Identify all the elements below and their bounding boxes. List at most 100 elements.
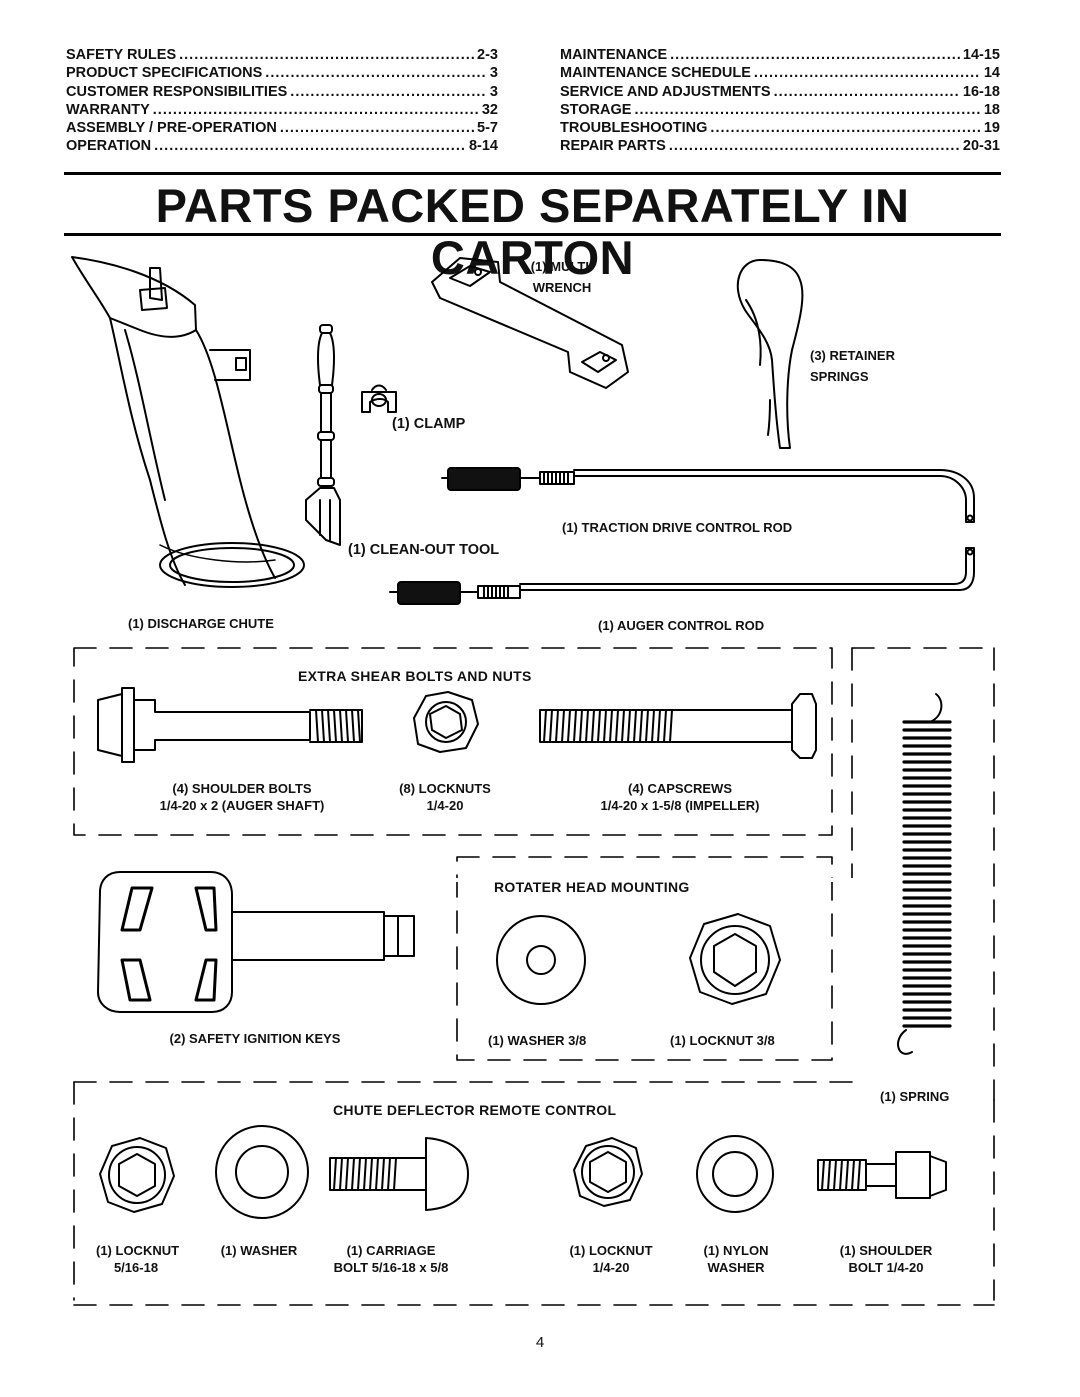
toc-entry[interactable]: REPAIR PARTS 20-31 xyxy=(560,137,1000,155)
extension-spring-drawing xyxy=(897,693,952,1055)
toc-page: 18 xyxy=(983,101,1000,118)
label-line: 1/4-20 xyxy=(426,798,464,813)
toc-page: 32 xyxy=(481,101,498,118)
traction-rod-drawing xyxy=(441,467,975,523)
toc-page: 16-18 xyxy=(962,83,1000,100)
rotater-locknut-label: (1) LOCKNUT 3/8 xyxy=(670,1033,775,1048)
multi-wrench-label: (1) MULTI- WRENCH xyxy=(520,258,604,296)
title-rule-bottom xyxy=(64,233,1001,236)
shoulder-bolt-drawing xyxy=(97,687,363,763)
clean-out-tool-label: (1) CLEAN-OUT TOOL xyxy=(348,542,500,558)
clamp-drawing xyxy=(361,384,397,413)
toc-entry[interactable]: STORAGE 18 xyxy=(560,101,1000,119)
retainer-springs-label: (3) RETAINER SPRINGS xyxy=(810,347,895,385)
toc-page: 14-15 xyxy=(962,47,1000,63)
retainer-spring-drawing xyxy=(736,259,804,449)
toc-label: STORAGE xyxy=(560,101,632,118)
toc-entry[interactable]: ASSEMBLY / PRE-OPERATION 5-7 xyxy=(66,119,498,137)
label-line: 1/4-20 x 2 (AUGER SHAFT) xyxy=(159,798,325,813)
toc-label: MAINTENANCE xyxy=(560,47,668,63)
capscrew-drawing xyxy=(539,693,817,759)
shear-locknut-drawing xyxy=(413,691,479,753)
toc-page: 2-3 xyxy=(477,47,498,63)
toc-label: ASSEMBLY / PRE-OPERATION xyxy=(66,120,277,137)
toc-entry[interactable]: CUSTOMER RESPONSIBILITIES3 xyxy=(66,83,498,101)
auger-rod-drawing xyxy=(389,547,975,605)
label-line: (1) NYLON xyxy=(703,1243,769,1258)
nylon-washer-drawing xyxy=(696,1135,774,1213)
chute-locknut-label: (1) LOCKNUT 5/16-18 xyxy=(96,1242,180,1276)
toc-label: SERVICE AND ADJUSTMENTS xyxy=(560,83,771,100)
label-line: (1) CARRIAGE xyxy=(346,1243,436,1258)
rotater-washer-drawing xyxy=(496,915,586,1005)
dashed-section-borders xyxy=(73,647,995,1306)
chute-shoulder-bolt-drawing xyxy=(817,1151,947,1199)
toc-page: 3 xyxy=(489,65,498,82)
chute-locknut-2-drawing xyxy=(573,1137,643,1207)
label-line: BOLT 1/4-20 xyxy=(848,1260,924,1275)
label-line: (1) MULTI- xyxy=(530,259,594,274)
clean-out-tool-drawing xyxy=(305,324,341,546)
chute-locknut-1-drawing xyxy=(99,1137,175,1213)
label-line: WRENCH xyxy=(532,280,592,295)
toc-left-column: SAFETY RULES2-3 PRODUCT SPECIFICATIONS3 … xyxy=(66,46,498,156)
rotater-locknut-drawing xyxy=(689,913,781,1005)
toc-entry[interactable]: MAINTENANCE SCHEDULE 14 xyxy=(560,64,1000,82)
label-line: (1) LOCKNUT xyxy=(569,1243,653,1258)
toc-label: MAINTENANCE SCHEDULE xyxy=(560,65,751,82)
locknuts-label: (8) LOCKNUTS 1/4-20 xyxy=(390,780,500,814)
spring-label: (1) SPRING xyxy=(880,1089,950,1104)
label-line: (1) SHOULDER xyxy=(839,1243,933,1258)
multi-wrench-drawing xyxy=(431,257,629,389)
label-line: 5/16-18 xyxy=(113,1260,159,1275)
toc-entry[interactable]: MAINTENANCE 14-15 xyxy=(560,46,1000,64)
toc-page: 20-31 xyxy=(962,138,1000,155)
label-line: (4) SHOULDER BOLTS xyxy=(172,781,312,796)
toc-label: REPAIR PARTS xyxy=(560,138,666,155)
ignition-keys-label: (2) SAFETY IGNITION KEYS xyxy=(169,1031,341,1046)
label-line: (3) RETAINER xyxy=(810,348,895,363)
chute-washer-label: (1) WASHER xyxy=(220,1243,298,1258)
label-line: WASHER xyxy=(707,1260,765,1275)
capscrews-label: (4) CAPSCREWS 1/4-20 x 1-5/8 (IMPELLER) xyxy=(560,780,800,814)
label-line: (1) LOCKNUT xyxy=(96,1243,180,1258)
chute-deflector-heading: CHUTE DEFLECTOR REMOTE CONTROL xyxy=(333,1102,617,1118)
toc-label: TROUBLESHOOTING xyxy=(560,120,708,137)
toc-page: 14 xyxy=(983,65,1000,82)
traction-rod-label: (1) TRACTION DRIVE CONTROL ROD xyxy=(562,520,793,535)
toc-label: OPERATION xyxy=(66,138,152,155)
label-line: 1/4-20 xyxy=(592,1260,630,1275)
toc-entry[interactable]: OPERATION 8-14 xyxy=(66,137,498,155)
toc-page: 3 xyxy=(489,83,498,100)
chute-shoulder-bolt-label: (1) SHOULDER BOLT 1/4-20 xyxy=(824,1242,948,1276)
carriage-bolt-drawing xyxy=(329,1137,469,1211)
toc-page: 5-7 xyxy=(477,120,498,137)
label-line: BOLT 5/16-18 x 5/8 xyxy=(333,1260,449,1275)
rotater-heading: ROTATER HEAD MOUNTING xyxy=(494,879,690,895)
toc-entry[interactable]: PRODUCT SPECIFICATIONS 3 xyxy=(66,64,498,82)
toc-entry[interactable]: WARRANTY 32 xyxy=(66,101,498,119)
title-rule-top xyxy=(64,172,1001,175)
toc-entry[interactable]: TROUBLESHOOTING 19 xyxy=(560,119,1000,137)
toc-label: PRODUCT SPECIFICATIONS xyxy=(66,65,263,82)
toc-entry[interactable]: SAFETY RULES 2-3 xyxy=(66,46,498,64)
label-line: 1/4-20 x 1-5/8 (IMPELLER) xyxy=(600,798,760,813)
page-number: 4 xyxy=(535,1334,545,1351)
label-line: (4) CAPSCREWS xyxy=(627,781,732,796)
toc-label: WARRANTY xyxy=(66,101,150,118)
clamp-label: (1) CLAMP xyxy=(392,416,466,432)
discharge-chute-drawing xyxy=(71,256,305,588)
chute-washer-drawing xyxy=(215,1125,309,1219)
ignition-key-drawing xyxy=(97,871,415,1013)
rotater-washer-label: (1) WASHER 3/8 xyxy=(488,1033,587,1048)
toc-entry[interactable]: SERVICE AND ADJUSTMENTS 16-18 xyxy=(560,83,1000,101)
auger-rod-label: (1) AUGER CONTROL ROD xyxy=(598,618,765,633)
label-line: (8) LOCKNUTS xyxy=(399,781,491,796)
toc-label: SAFETY RULES xyxy=(66,47,177,63)
chute-locknut-2-label: (1) LOCKNUT 1/4-20 xyxy=(556,1242,666,1276)
toc-page: 8-14 xyxy=(468,138,498,155)
toc-page: 19 xyxy=(983,120,1000,137)
shear-bolts-heading: EXTRA SHEAR BOLTS AND NUTS xyxy=(298,668,532,684)
label-line: SPRINGS xyxy=(810,369,869,384)
